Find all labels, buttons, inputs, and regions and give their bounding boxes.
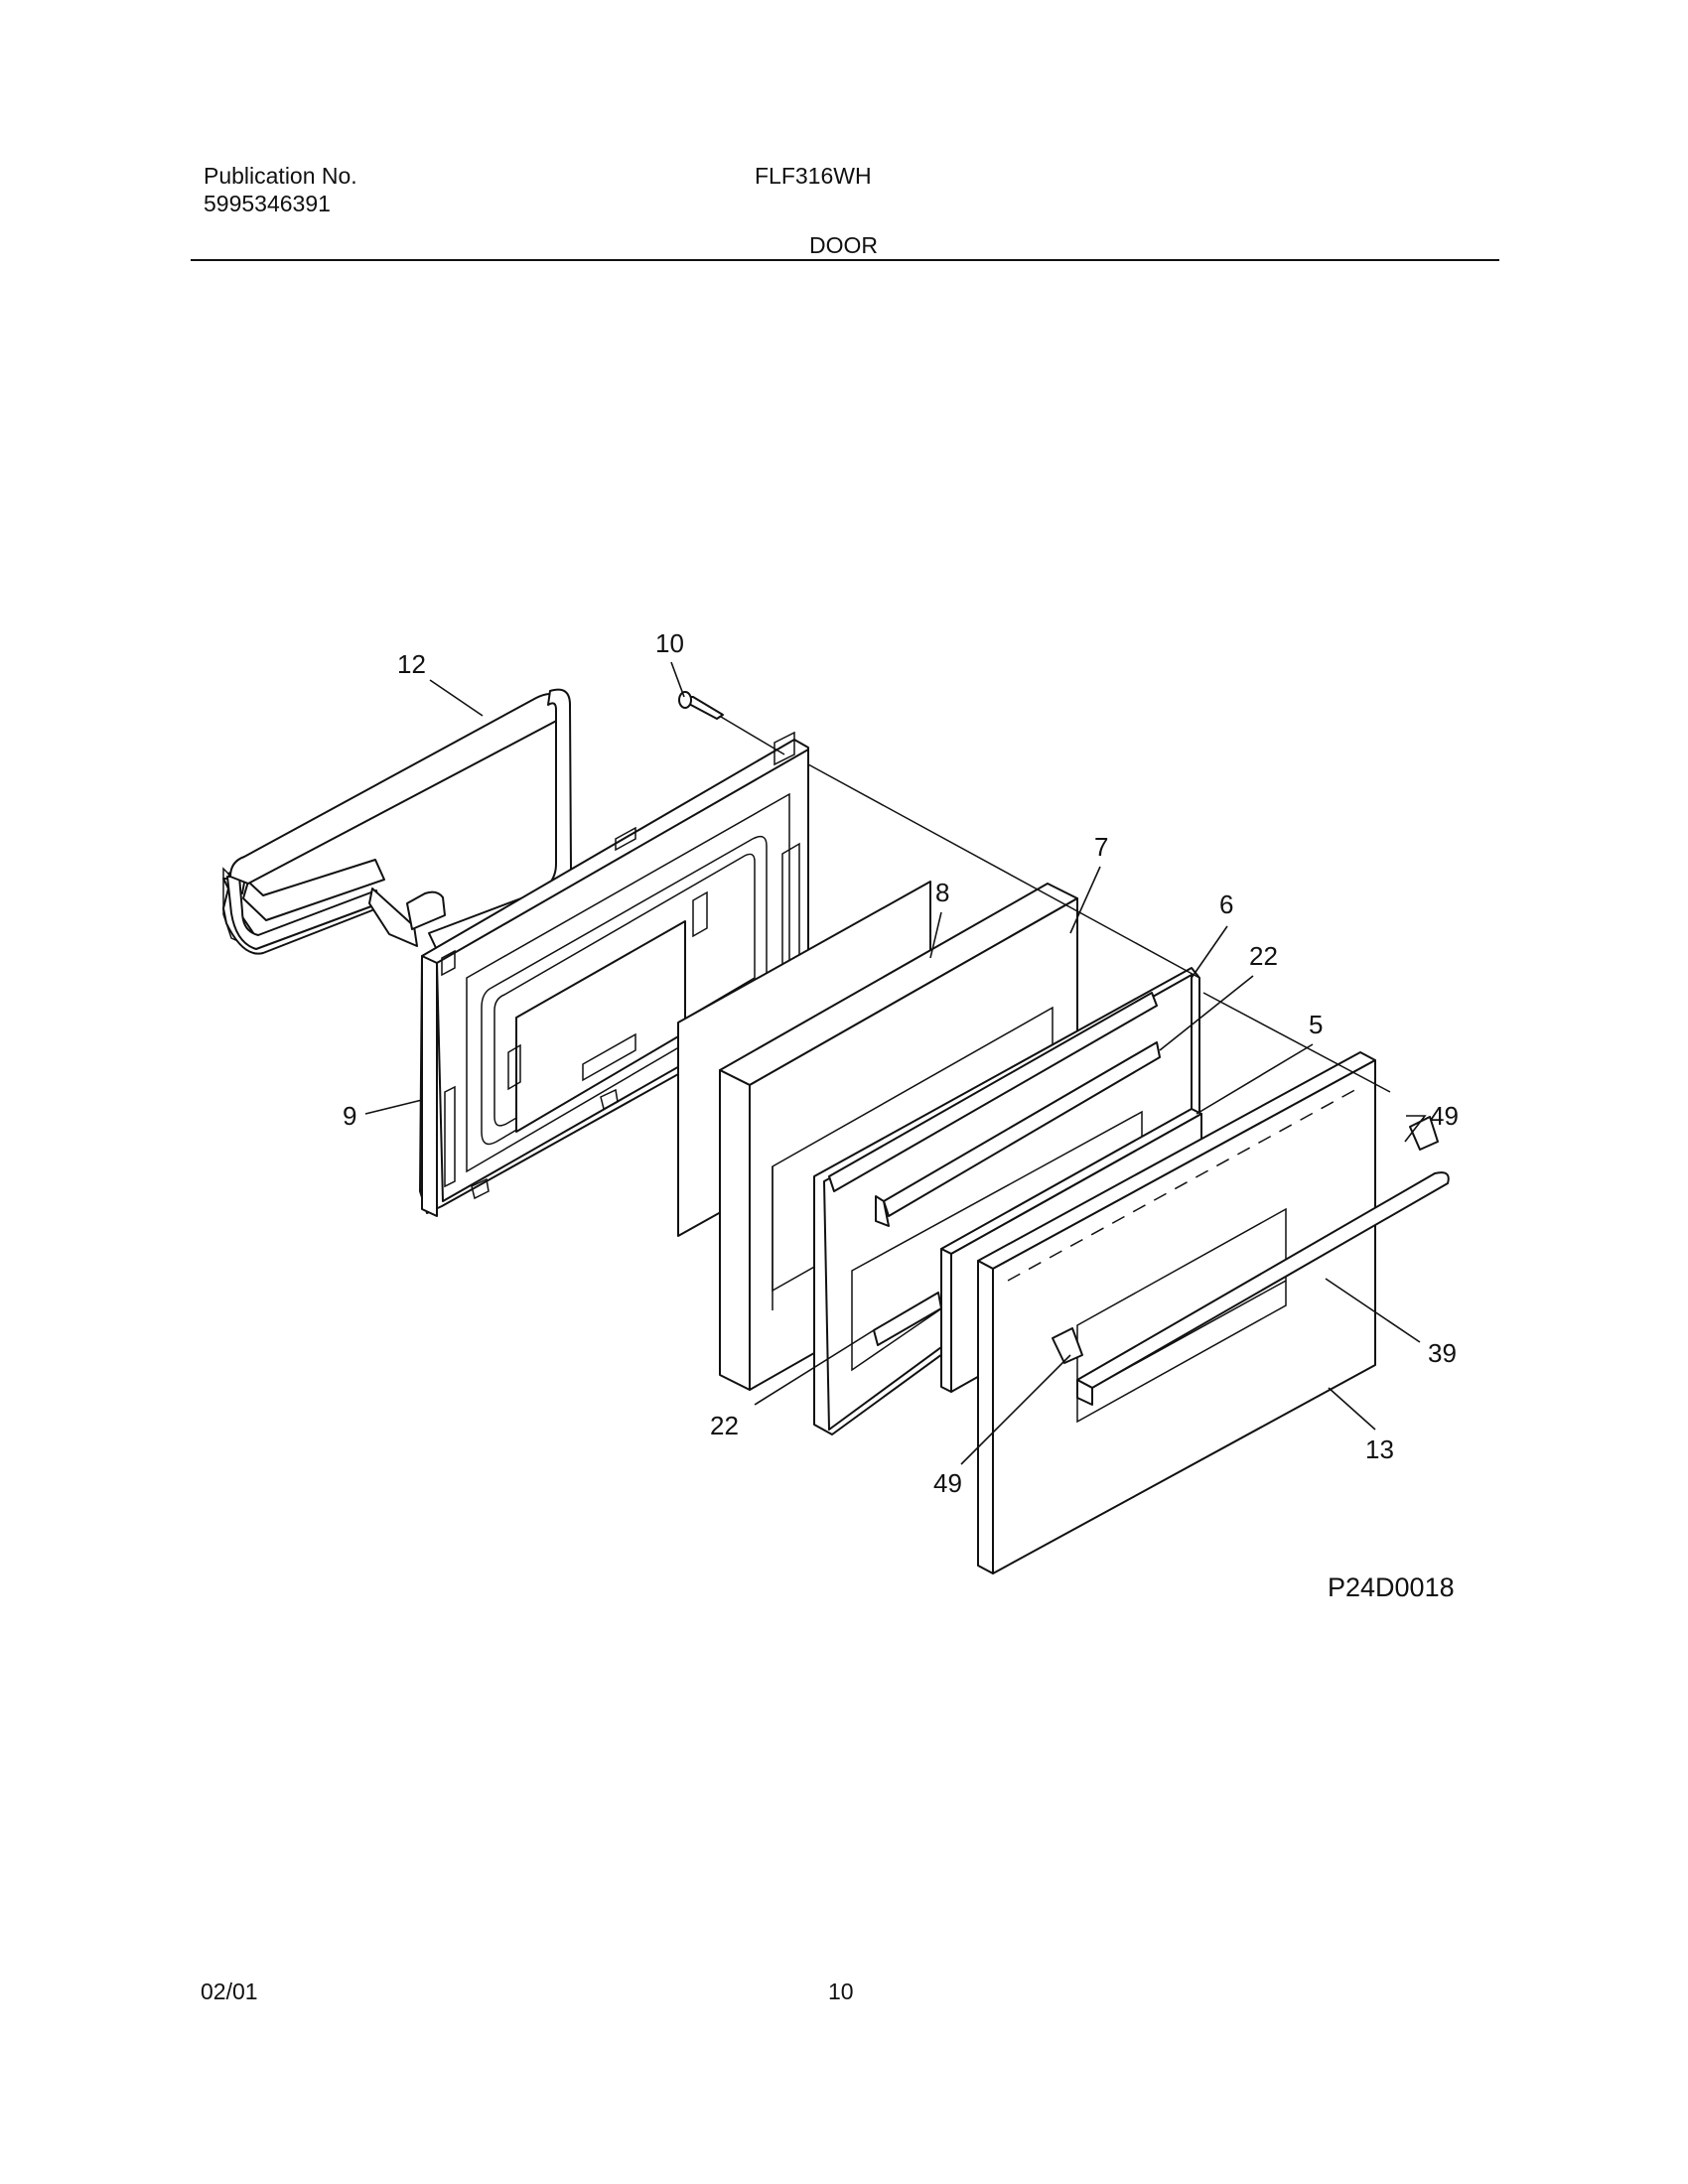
callout-13: 13 <box>1365 1434 1394 1464</box>
door-gasket <box>222 688 572 955</box>
leader-10 <box>670 661 685 698</box>
callout-39: 39 <box>1428 1338 1457 1368</box>
leader-7 <box>1069 866 1101 934</box>
callout-49-bottom: 49 <box>933 1468 962 1498</box>
header-rule <box>191 259 1499 261</box>
screw <box>678 691 724 720</box>
model-number: FLF316WH <box>755 163 872 189</box>
section-title: DOOR <box>809 232 878 258</box>
figure-id: P24D0018 <box>1328 1572 1455 1602</box>
leader-9 <box>364 1099 423 1115</box>
callout-10: 10 <box>655 628 684 658</box>
callout-49-right: 49 <box>1430 1101 1459 1131</box>
handle-end-cap-left <box>1052 1327 1083 1364</box>
leader-22-bottom <box>754 1329 875 1406</box>
callout-9: 9 <box>343 1101 356 1131</box>
publication-label: Publication No. <box>204 163 357 189</box>
callout-5: 5 <box>1309 1010 1323 1039</box>
footer-date: 02/01 <box>201 1979 258 2004</box>
door-rail-top <box>875 1041 1161 1227</box>
inner-door-liner <box>419 731 809 1217</box>
footer-page-number: 10 <box>828 1979 854 2004</box>
leader-13 <box>1328 1387 1376 1431</box>
door-handle <box>1076 1171 1450 1406</box>
publication-number: 5995346391 <box>204 191 331 216</box>
callout-22-top: 22 <box>1249 941 1278 971</box>
callout-7: 7 <box>1094 832 1108 862</box>
leader-49-right <box>1404 1115 1427 1143</box>
leader-5 <box>1196 1043 1314 1115</box>
leader-8 <box>929 911 942 959</box>
outer-door-panel <box>977 1051 1376 1574</box>
callout-22-bottom: 22 <box>710 1411 739 1440</box>
callout-6: 6 <box>1219 889 1233 919</box>
leader-49-bottom <box>960 1354 1071 1465</box>
leader-12 <box>429 679 484 717</box>
leader-6 <box>1191 925 1228 979</box>
callout-8: 8 <box>935 878 949 907</box>
leader-22-top <box>1159 975 1254 1051</box>
callout-12: 12 <box>397 649 426 679</box>
assembly-reference-line <box>720 716 1391 1093</box>
leader-39 <box>1325 1278 1421 1343</box>
